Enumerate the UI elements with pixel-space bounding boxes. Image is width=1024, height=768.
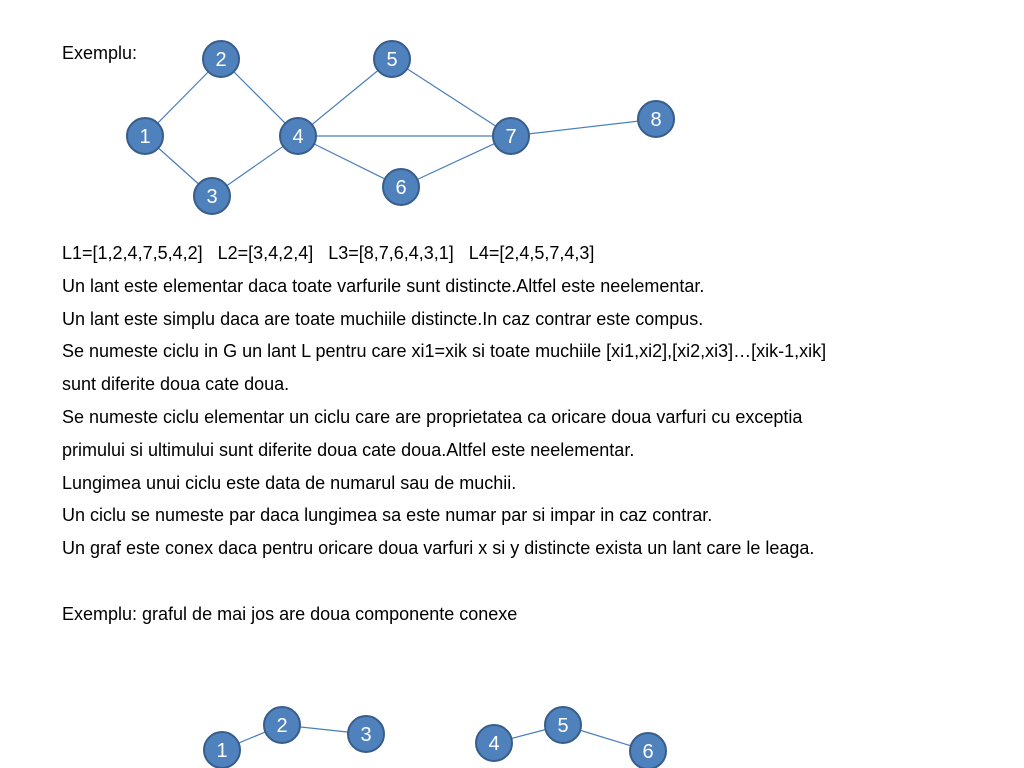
node-label: 3	[206, 186, 217, 208]
graph-bottom: 1 2 3 4 5 6	[203, 706, 667, 768]
node-circle	[126, 117, 164, 155]
node-circle	[203, 731, 241, 768]
definition-line-elementary-cycle-cont: primului si ultimului sunt diferite doua…	[62, 439, 635, 460]
node-circle	[279, 117, 317, 155]
node-label: 4	[488, 733, 499, 755]
bottom-node-1: 1	[203, 731, 241, 768]
node-label: 2	[215, 49, 226, 71]
bottom-node-3: 3	[347, 715, 385, 753]
main-node-6: 6	[382, 168, 420, 206]
node-circle	[193, 177, 231, 215]
main-edge-6-7	[400, 135, 512, 188]
definition-line-elementary-cycle: Se numeste ciclu elementar un ciclu care…	[62, 406, 803, 427]
main-node-2: 2	[202, 40, 240, 78]
main-node-4: 4	[279, 117, 317, 155]
node-label: 1	[216, 740, 227, 762]
node-circle	[347, 715, 385, 753]
node-circle	[202, 40, 240, 78]
node-label: 8	[650, 109, 661, 131]
definitions-text: L1=[1,2,4,7,5,4,2] L2=[3,4,2,4] L3=[8,7,…	[62, 237, 1002, 631]
bottom-node-4: 4	[475, 724, 513, 762]
main-node-5: 5	[373, 40, 411, 78]
main-node-1: 1	[126, 117, 164, 155]
node-circle	[637, 100, 675, 138]
node-circle	[263, 706, 301, 744]
nodes: 1 2 3 4 5 6	[203, 706, 667, 768]
node-label: 5	[386, 49, 397, 71]
main-edge-7-8	[510, 118, 657, 137]
main-node-8: 8	[637, 100, 675, 138]
node-label: 1	[139, 126, 150, 148]
node-circle	[544, 706, 582, 744]
chain-examples-line: L1=[1,2,4,7,5,4,2] L2=[3,4,2,4] L3=[8,7,…	[62, 243, 595, 263]
node-label: 5	[557, 715, 568, 737]
bottom-node-5: 5	[544, 706, 582, 744]
node-label: 6	[642, 741, 653, 763]
node-label: 4	[292, 126, 303, 148]
node-label: 6	[395, 177, 406, 199]
node-circle	[475, 724, 513, 762]
node-circle	[492, 117, 530, 155]
node-label: 2	[276, 715, 287, 737]
nodes: 1 2 3 4 5 6 7 8	[126, 40, 675, 215]
example2-label: Exemplu: graful de mai jos are doua comp…	[62, 603, 518, 624]
bottom-node-2: 2	[263, 706, 301, 744]
main-edge-4-5	[297, 58, 393, 137]
main-node-7: 7	[492, 117, 530, 155]
node-label: 7	[505, 126, 516, 148]
graph-main: 1 2 3 4 5 6 7 8	[126, 40, 675, 215]
definition-line-cycle: Se numeste ciclu in G un lant L pentru c…	[62, 341, 827, 362]
bottom-node-6: 6	[629, 732, 667, 768]
definition-line-connected-graph: Un graf este conex daca pentru oricare d…	[62, 538, 815, 559]
definition-line-simple-chain: Un lant este simplu daca are toate muchi…	[62, 308, 704, 329]
definition-line-cycle-length: Lungimea unui ciclu este data de numarul…	[62, 472, 517, 493]
node-circle	[382, 168, 420, 206]
spacer	[62, 565, 1002, 598]
main-edge-5-7	[391, 58, 512, 137]
definition-line-even-cycle: Un ciclu se numeste par daca lungimea sa…	[62, 505, 713, 526]
definition-line-elementary-chain: Un lant este elementar daca toate varfur…	[62, 275, 705, 296]
node-label: 3	[360, 724, 371, 746]
node-circle	[629, 732, 667, 768]
main-edge-4-6	[297, 135, 402, 188]
main-node-3: 3	[193, 177, 231, 215]
node-circle	[373, 40, 411, 78]
definition-line-cycle-cont: sunt diferite doua cate doua.	[62, 374, 290, 395]
example-label: Exemplu:	[62, 43, 138, 63]
